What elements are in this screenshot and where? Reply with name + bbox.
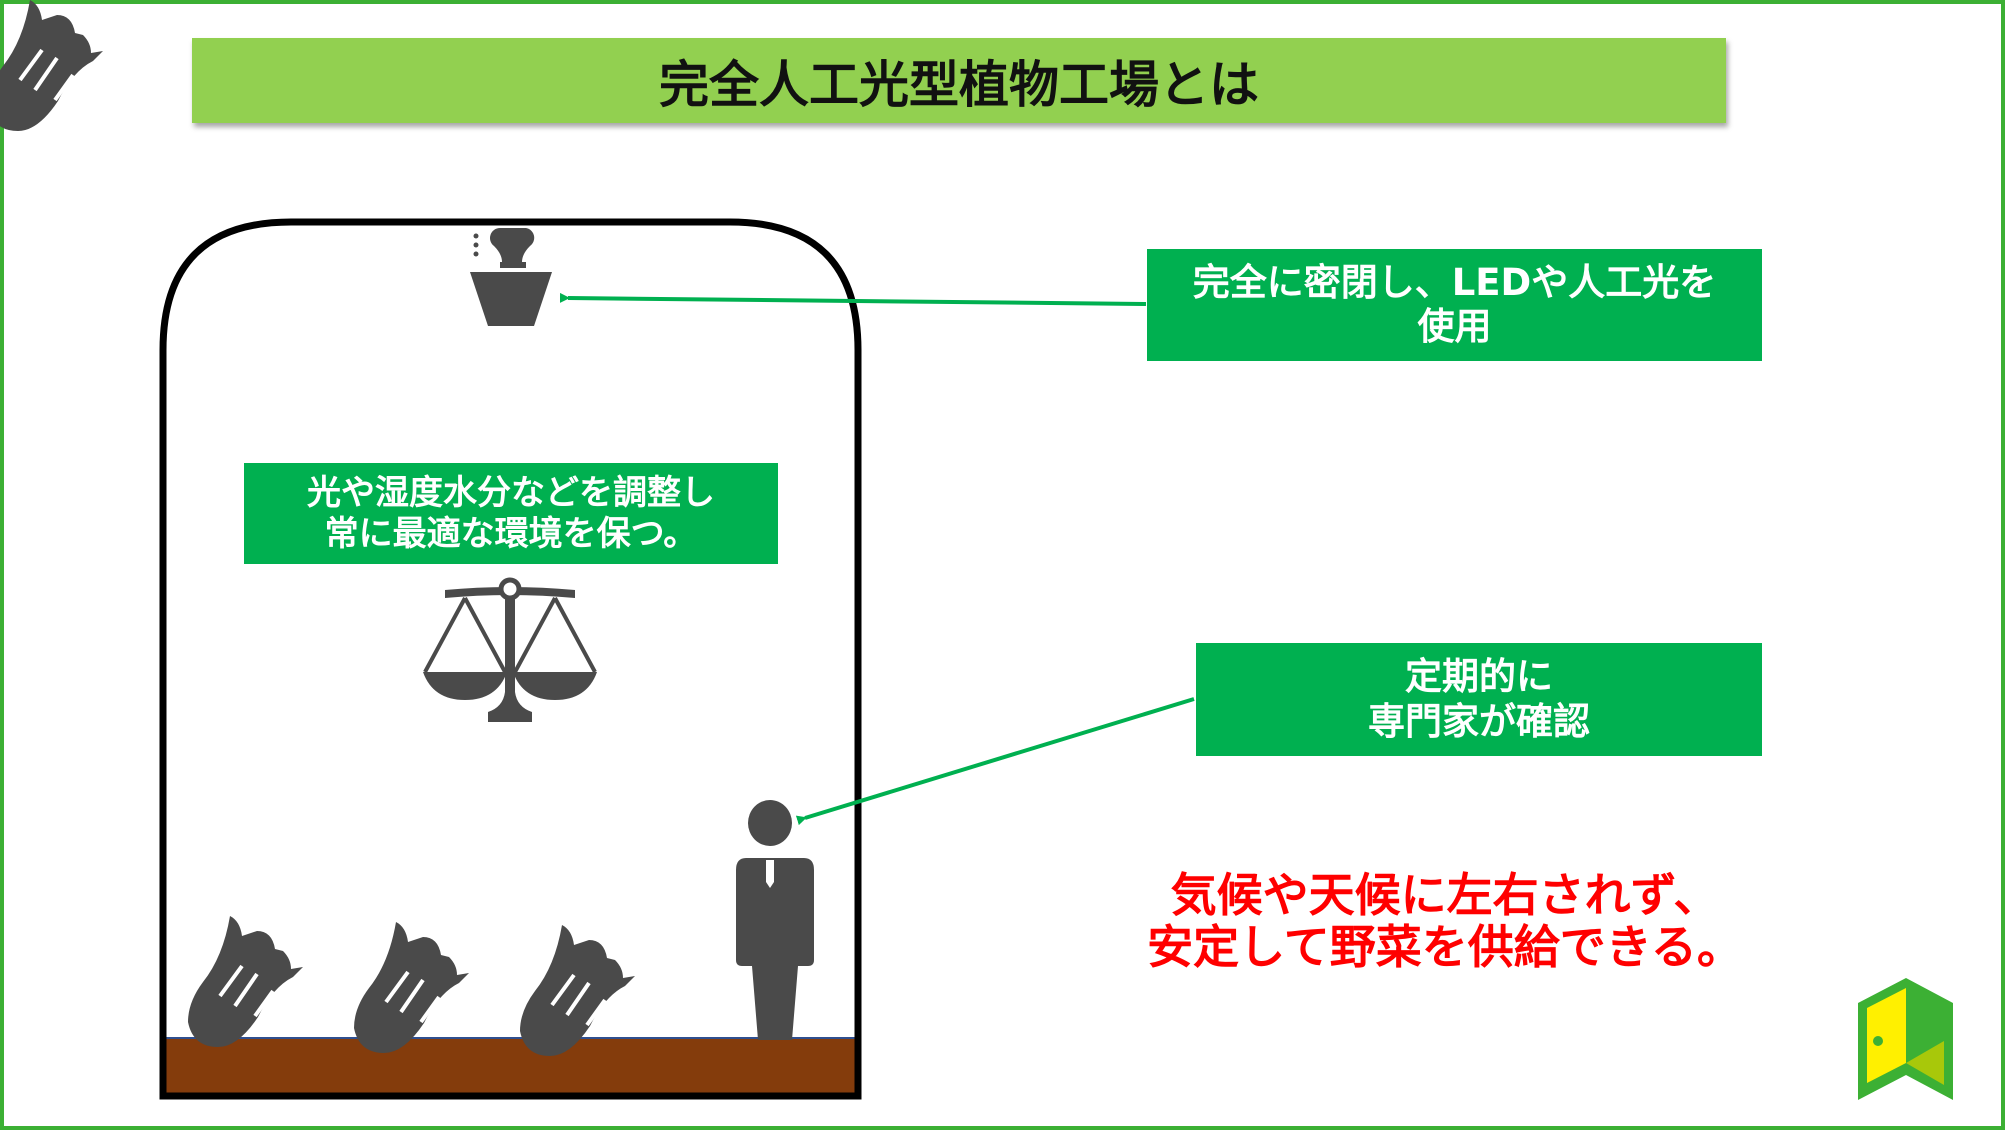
- callout-line: 光や湿度水分などを調整し: [307, 472, 715, 513]
- door-logo-icon: [1858, 978, 1953, 1100]
- vegetable-icon: [186, 914, 305, 1049]
- vegetable-icon: [0, 0, 103, 131]
- callout-sealed: 完全に密閉し、LEDや人工光を 使用: [1147, 249, 1762, 361]
- conclusion-text: 気候や天候に左右されず、 安定して野菜を供給できる。: [1100, 868, 1790, 974]
- page-title: 完全人工光型植物工場とは: [192, 38, 1726, 123]
- callout-line: 定期的に: [1405, 655, 1553, 699]
- person-icon: [736, 800, 814, 1040]
- vegetable-icon: [518, 923, 637, 1058]
- soil: [163, 1038, 858, 1096]
- callout-expert: 定期的に 専門家が確認: [1196, 643, 1762, 756]
- arrow-to-person: [795, 697, 1195, 826]
- vegetable-icon: [352, 920, 471, 1055]
- callout-line: 専門家が確認: [1368, 699, 1590, 743]
- callout-line: 常に最適な環境を保つ。: [324, 513, 698, 554]
- arrow-to-lamp: [559, 292, 1147, 306]
- callout-environment: 光や湿度水分などを調整し 常に最適な環境を保つ。: [244, 463, 778, 564]
- callout-line: 完全に密閉し、LEDや人工光を: [1192, 260, 1717, 304]
- conclusion-line: 安定して野菜を供給できる。: [1147, 919, 1743, 974]
- conclusion-line: 気候や天候に左右されず、: [1170, 868, 1720, 922]
- scale-icon: [423, 577, 597, 722]
- lamp-icon: [470, 228, 552, 326]
- callout-line: 使用: [1417, 305, 1492, 348]
- chamber-outline: [159, 218, 862, 1100]
